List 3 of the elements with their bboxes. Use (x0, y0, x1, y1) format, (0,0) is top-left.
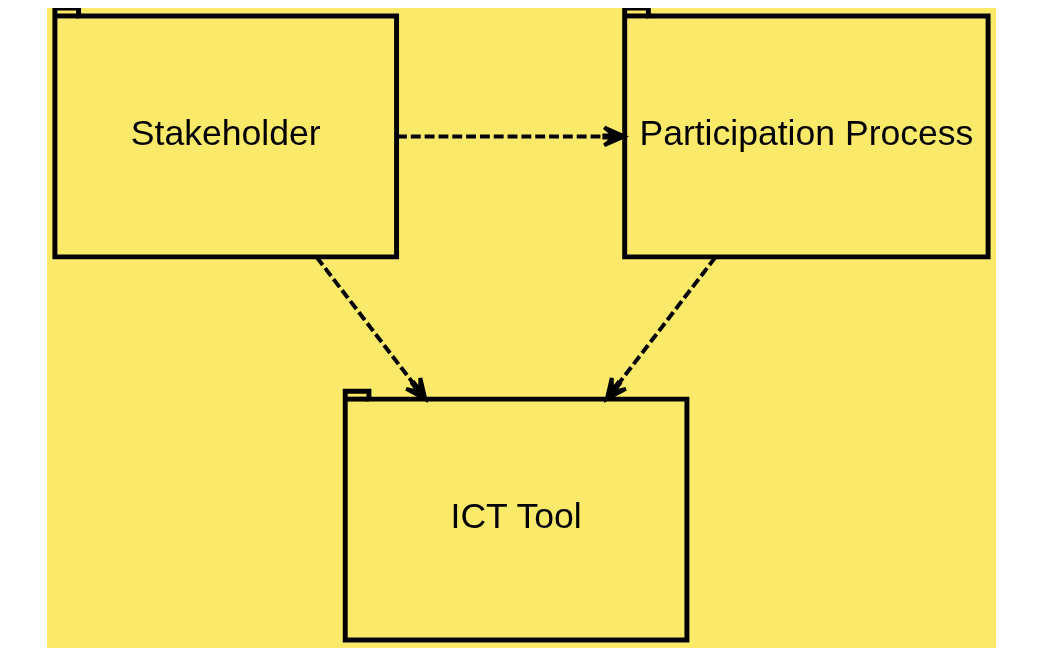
arrow (604, 256, 717, 402)
arrow (314, 256, 427, 402)
arrow (396, 125, 626, 148)
